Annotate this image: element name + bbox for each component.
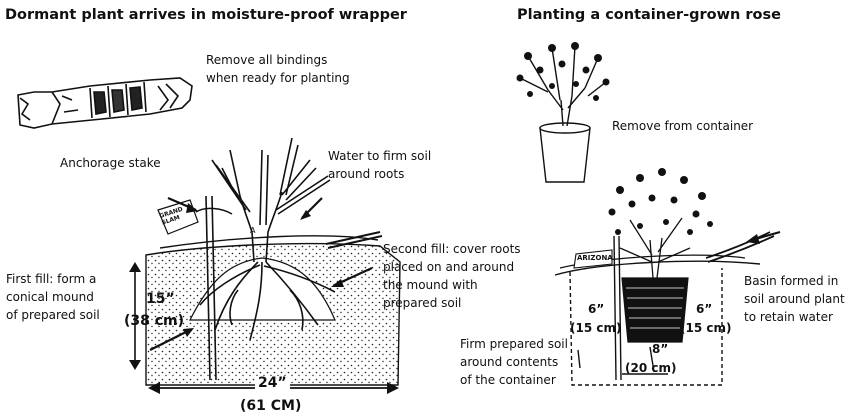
first-fill-line1: First fill: form a	[6, 272, 97, 286]
right-depth-inches: 8”	[652, 342, 669, 356]
second-fill-line3: the mound with	[383, 278, 478, 292]
basin-line3: to retain water	[744, 310, 833, 324]
basin-line2: soil around plant	[744, 292, 845, 306]
right-stake-tag: ARIZONA	[577, 254, 613, 262]
left-title: Dormant plant arrives in moisture-proof …	[5, 7, 407, 23]
remove-bindings-line2: when ready for planting	[206, 71, 350, 85]
right-title: Planting a container-grown rose	[517, 7, 781, 23]
firm-soil-line3: of the container	[460, 373, 556, 387]
right-side-left-inches: 6”	[588, 302, 605, 316]
left-depth-inches: 15”	[146, 291, 175, 307]
basin-line1: Basin formed in	[744, 274, 839, 288]
left-depth-metric: (38 cm)	[124, 313, 185, 329]
water-firm-line2: around roots	[328, 167, 405, 181]
water-firm-line1: Water to firm soil	[328, 149, 432, 163]
right-side-right-metric: (15 cm)	[680, 321, 732, 335]
potted-rose-drawing	[516, 42, 610, 183]
firm-soil-line2: around contents	[460, 355, 559, 369]
right-depth-metric: (20 cm)	[625, 361, 677, 375]
trunk-label: A	[250, 226, 256, 235]
first-fill-line2: conical mound	[6, 290, 94, 304]
right-side-right-inches: 6”	[696, 302, 713, 316]
second-fill-line2: placed on and around	[383, 260, 515, 274]
right-side-left-metric: (15 cm)	[570, 321, 622, 335]
left-width-inches: 24”	[255, 376, 290, 391]
left-width-metric: (61 CM)	[240, 398, 302, 414]
firm-soil-line1: Firm prepared soil	[460, 337, 568, 351]
second-fill-line1: Second fill: cover roots	[383, 242, 521, 256]
right-planting-drawing	[554, 168, 781, 386]
remove-container-label: Remove from container	[612, 119, 754, 133]
second-fill-line4: prepared soil	[383, 296, 462, 310]
first-fill-line3: of prepared soil	[6, 308, 100, 322]
remove-bindings-line1: Remove all bindings	[206, 53, 328, 67]
wrapped-plant-drawing	[17, 77, 193, 129]
anchorage-stake-label: Anchorage stake	[60, 156, 161, 170]
left-planting-drawing	[129, 137, 401, 394]
